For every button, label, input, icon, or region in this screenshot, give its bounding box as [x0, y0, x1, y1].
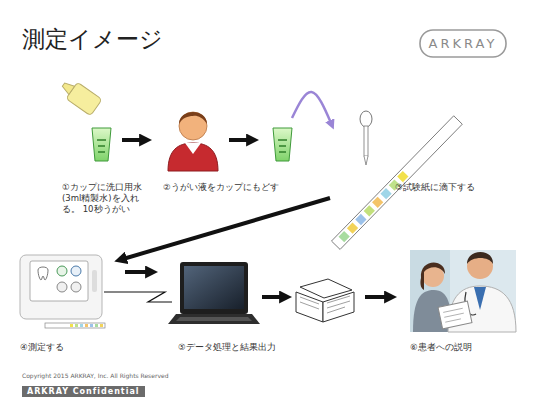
analyzer-device-part: [38, 267, 48, 280]
step-caption: ⑤データ処理と結果出力: [178, 342, 308, 353]
test-strip-part: [372, 197, 383, 208]
document-folder-part: [296, 292, 323, 322]
doctor-patient-photo-part: [467, 253, 493, 279]
test-strip-part: [347, 222, 358, 233]
mouthwash-bottle: [58, 76, 102, 115]
doctor-patient-photo-part: [474, 287, 486, 310]
doctor-patient-photo-part: [410, 250, 516, 332]
step-arrow: [262, 297, 283, 298]
data-cable: [104, 292, 172, 302]
process-step: ②うがい液をカップにもどす: [158, 75, 298, 200]
analyzer-device-part: [71, 282, 81, 292]
analyzer-device-part: [20, 255, 102, 319]
doctor-patient-photo-part: [420, 262, 445, 290]
mouthwash-bottle-part: [61, 81, 75, 95]
process-step: ⑥患者への説明: [402, 248, 518, 358]
test-strip-part: [70, 324, 73, 327]
test-strip-part: [380, 188, 391, 199]
rinse-cup-part: [278, 140, 287, 152]
step-caption: ④測定する: [20, 342, 110, 353]
rinse-cup-part: [92, 128, 111, 161]
process-step: ⑤データ処理と結果出力: [165, 258, 358, 358]
process-step: ③試験紙に滴下する: [330, 108, 475, 253]
doctor-patient-photo-part: [443, 308, 465, 322]
company-logo: ARKRAY: [420, 30, 506, 57]
laptop: [168, 262, 260, 324]
process-step: ④測定する: [18, 252, 113, 358]
step-caption: ②うがい液をカップにもどす: [163, 182, 293, 193]
analyzer-device-part: [30, 261, 88, 301]
laptop-part: [176, 317, 252, 321]
person-icon-part: [185, 143, 201, 154]
flow-arrow: [123, 198, 330, 259]
laptop-part: [184, 266, 244, 309]
person-icon-part: [179, 112, 207, 124]
step-arrow-part: [262, 295, 283, 299]
dropper-part: [360, 111, 372, 127]
flow-arrow: [292, 92, 331, 123]
analyzer-device-part: [57, 282, 67, 292]
step-arrow: [229, 140, 250, 141]
test-strip-part: [95, 324, 98, 327]
dropper-part: [364, 156, 368, 165]
rinse-cup-part: [273, 128, 292, 161]
step-caption: ①カップに洗口用水 (3ml精製水)を入れる。 10秒うがい: [62, 182, 154, 215]
process-step: ①カップに洗口用水 (3ml精製水)を入れる。 10秒うがい: [58, 75, 120, 212]
dropper-part: [364, 126, 368, 156]
analyzer-device-part: [57, 266, 67, 276]
analyzer-device-part: [92, 270, 97, 292]
flow-arrow: [365, 295, 388, 299]
doctor-patient-photo-part: [467, 252, 493, 264]
analyzer-device-part: [71, 266, 81, 276]
document-folder-part: [300, 296, 350, 313]
document-folder: [296, 279, 354, 322]
analyzer-device: [20, 255, 102, 319]
rinse-cup: [273, 128, 292, 161]
test-strip-part: [364, 205, 375, 216]
test-strip-part: [339, 231, 350, 242]
test-strip-part: [355, 214, 366, 225]
test-strip: [45, 323, 105, 328]
logo-frame: [420, 30, 506, 57]
data-cable-part: [104, 292, 172, 302]
confidential-mark: ARKRAY Confidential: [22, 386, 145, 397]
laptop-part: [168, 314, 260, 324]
doctor-patient-photo-part: [438, 301, 472, 329]
test-strip-part: [100, 324, 103, 327]
test-strip-part: [397, 171, 408, 182]
laptop-part: [180, 262, 248, 314]
rinse-cup-part: [97, 140, 106, 152]
test-strip-part: [80, 324, 83, 327]
slide-title: 測定イメージ: [22, 24, 163, 54]
test-strip-part: [45, 323, 105, 328]
logo-frame-part: [420, 30, 506, 57]
person-icon-part: [179, 112, 207, 140]
step-arrow-part: [229, 138, 250, 142]
person-icon-part: [168, 143, 218, 171]
step-caption: ⑥患者への説明: [410, 342, 514, 353]
step-caption: ③試験紙に滴下する: [395, 182, 485, 193]
rinse-cup: [92, 128, 111, 161]
person-icon: [168, 112, 218, 171]
dropper: [360, 111, 372, 165]
flow-arrow: [122, 138, 143, 142]
copyright-note: Copyright 2015 ARKRAY, Inc. All Rights R…: [22, 372, 168, 380]
test-strip-part: [85, 324, 88, 327]
test-strip-part: [90, 324, 93, 327]
flow-arrow: [125, 270, 149, 274]
test-strip-part: [75, 324, 78, 327]
doctor-patient-photo: [410, 250, 516, 332]
